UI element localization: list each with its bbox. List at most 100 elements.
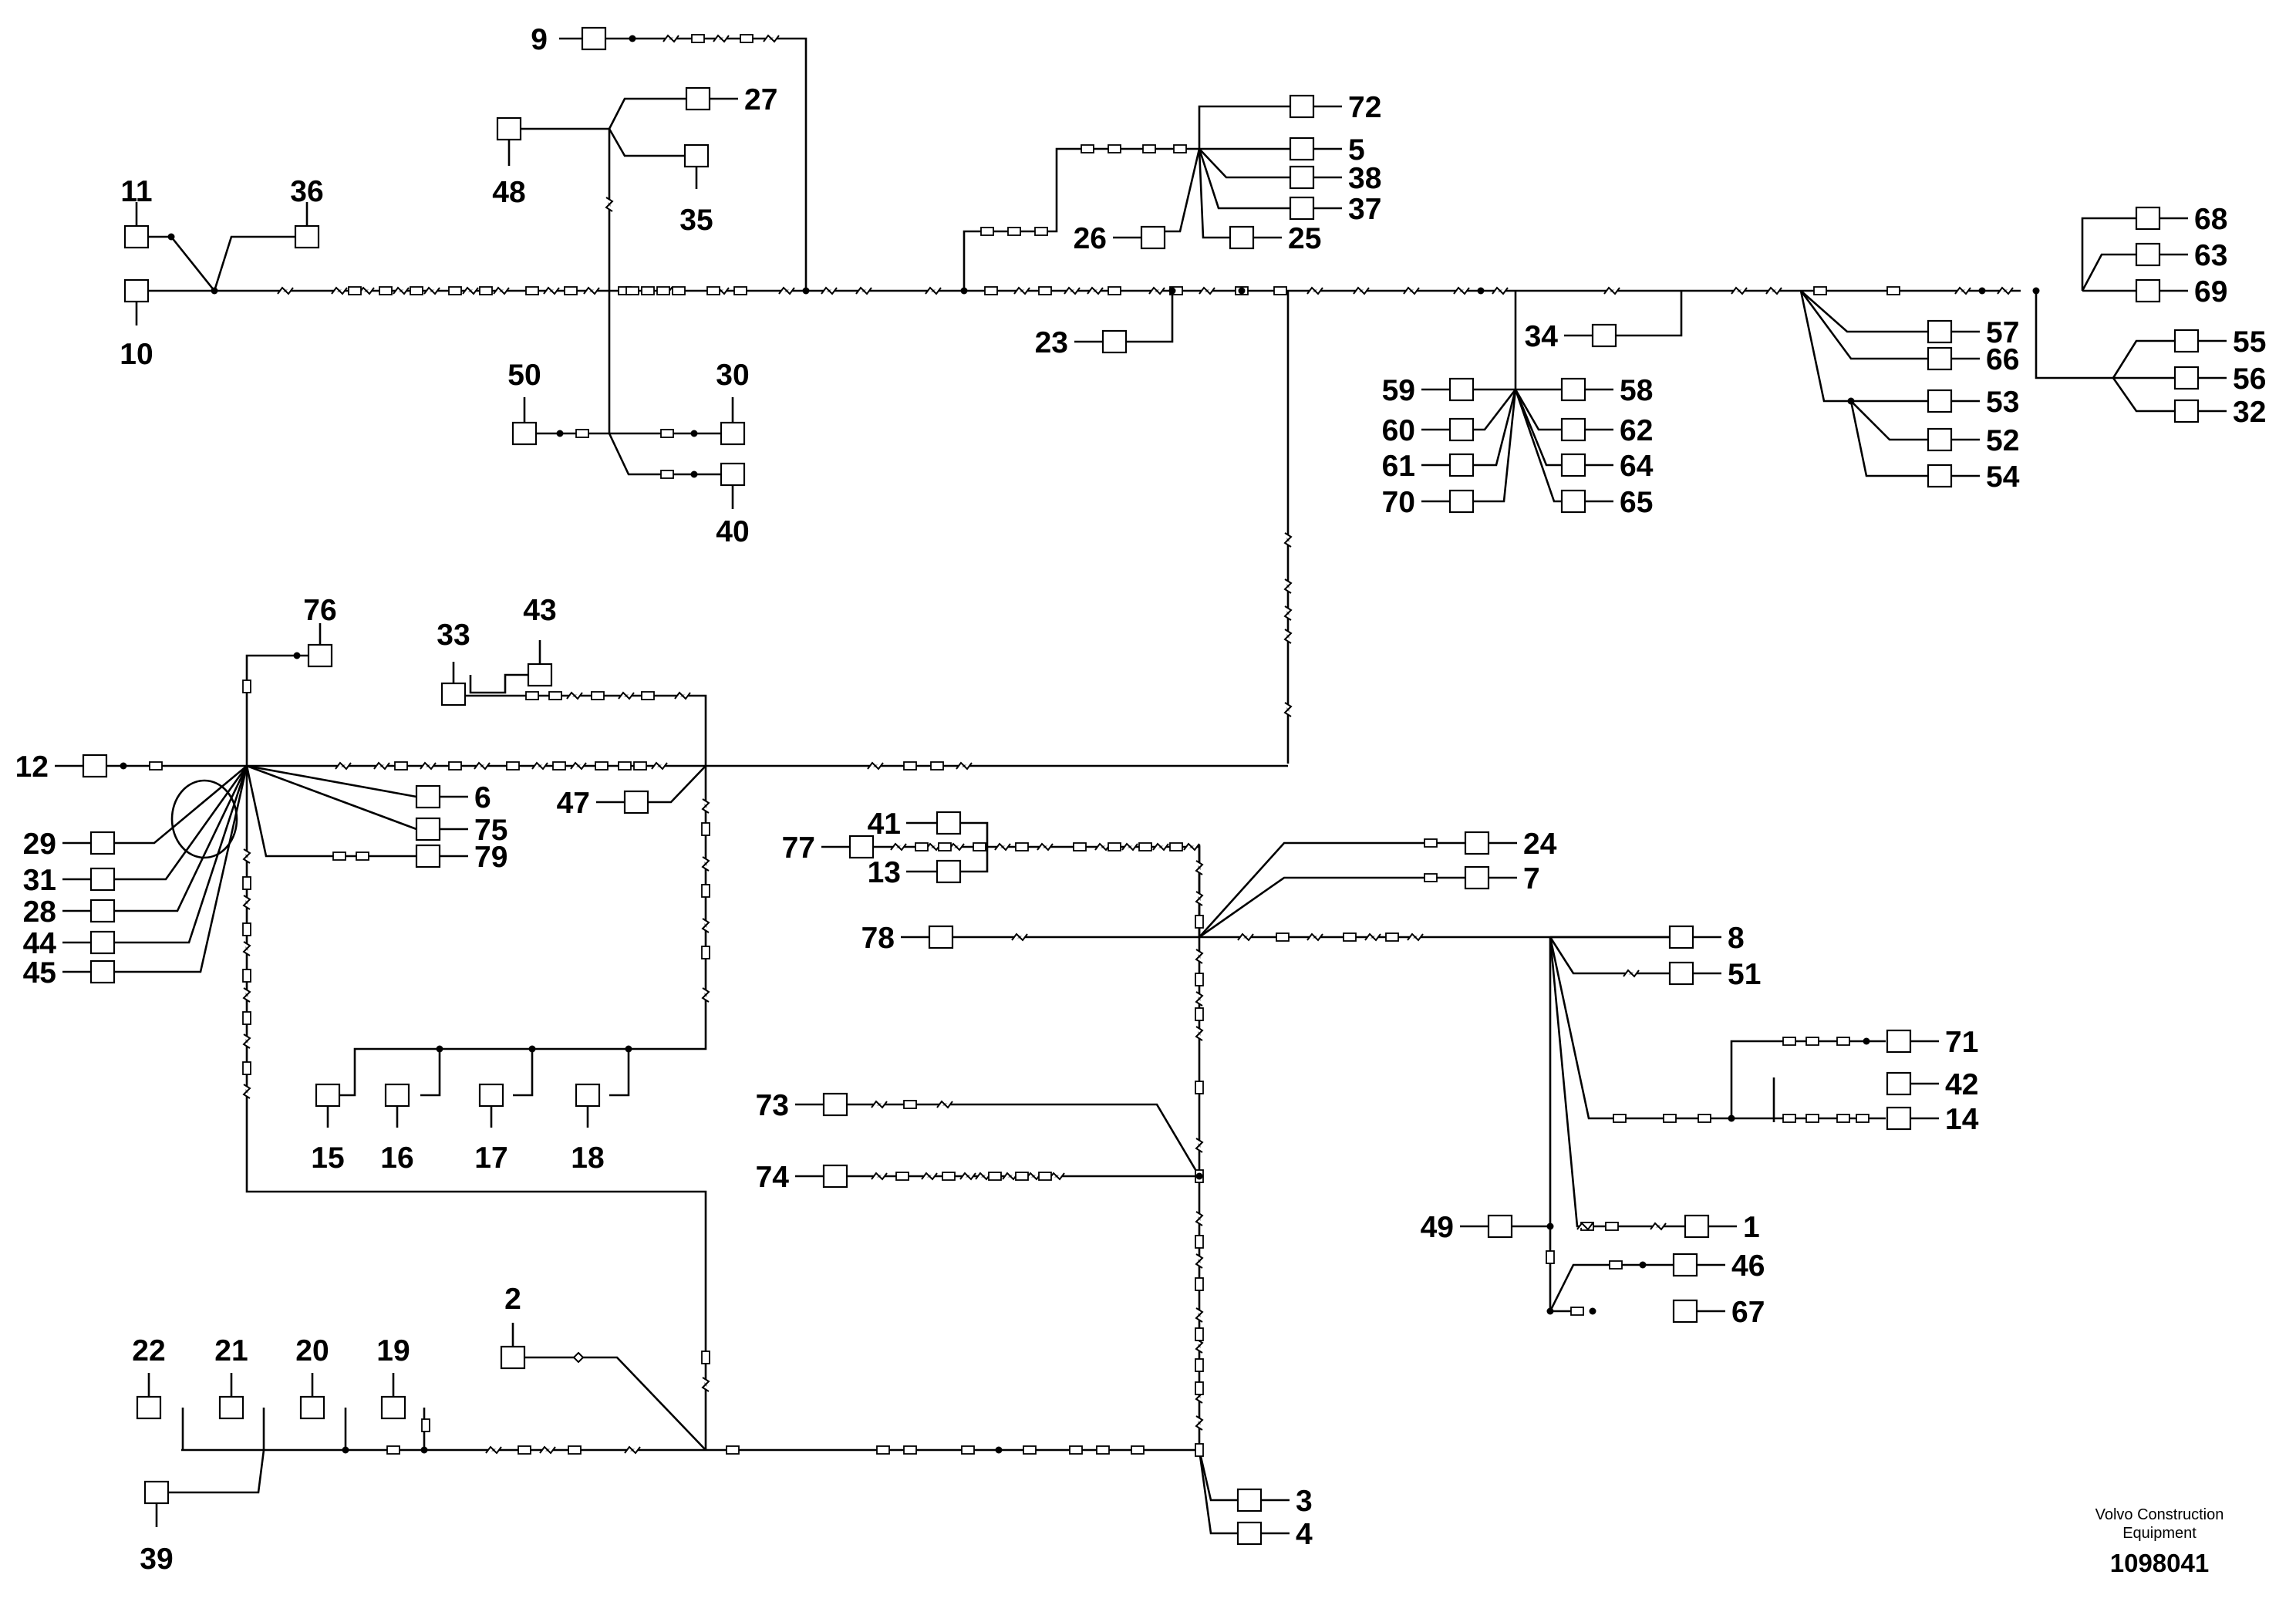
wire [2081,253,2136,292]
inline-splice [1023,1445,1037,1455]
wire [420,1049,441,1097]
connector-box [511,421,538,446]
callout-label-34: 34 [1525,320,1559,353]
junction-dot [1978,287,1986,295]
callout-label-6: 6 [474,781,491,814]
connector-box [1927,464,1953,488]
inline-splice [903,1100,917,1109]
junction-dot [1728,1114,1735,1122]
inline-splice [641,691,655,700]
wire-break-symbol [1650,1222,1667,1231]
wire-break-symbol [1195,1253,1204,1269]
callout-label-25: 25 [1288,222,1321,255]
connector-box [294,224,320,249]
connector-box [415,784,441,809]
wire [114,765,248,973]
callout-label-37: 37 [1348,193,1381,226]
wire [1198,1449,1238,1502]
wire [847,1103,1201,1177]
callout-label-24: 24 [1523,828,1557,861]
wire [1199,148,1302,179]
inline-splice [1015,1172,1029,1181]
callout-label-13: 13 [868,856,901,889]
inline-splice [915,842,929,851]
wire-break-symbol [605,197,614,212]
inline-splice [1546,1250,1555,1264]
inline-splice [973,842,986,851]
wire-break-symbol [373,761,390,771]
junction-dot [690,470,698,478]
wire-break-symbol [462,286,479,295]
inline-splice [242,922,251,936]
junction-dot [528,1045,536,1053]
junction-dot [1546,1222,1554,1230]
connector-box [1236,1521,1263,1546]
inline-splice [1195,1443,1204,1457]
connector-box [440,682,467,706]
wire-break-symbol [1064,286,1081,295]
wire-break-symbol [855,286,872,295]
wire [114,765,248,912]
inline-splice [379,286,393,295]
wire-break-symbol [1407,932,1424,942]
wire [1549,936,1685,1228]
inline-splice [1698,1114,1711,1123]
wire [509,127,611,291]
connector-box [1560,453,1586,477]
wire [1198,148,1230,239]
connector-box [575,1083,601,1108]
inline-splice [625,286,639,295]
connector-box [496,116,522,141]
inline-splice [1343,932,1357,942]
connector-box [1236,1488,1263,1512]
wire [245,765,416,858]
callout-label-69: 69 [2194,275,2227,309]
inline-splice [1195,1381,1204,1395]
wire [1799,290,1928,360]
wire-break-symbol [1195,1415,1204,1431]
wire-break-symbol [485,1445,502,1455]
wire [114,765,248,881]
inline-splice [1195,915,1204,929]
callout-label-78: 78 [861,922,895,955]
connector-box [1886,1106,1912,1131]
connector-box [1927,389,1953,413]
drawing-number: 1098041 [2110,1549,2209,1577]
wire [1198,148,1302,210]
wire-break-symbol [1148,286,1165,295]
wire-break-symbol [420,761,437,771]
connector-box [1560,417,1586,442]
connector-box [936,811,962,835]
callout-label-74: 74 [756,1161,790,1194]
inline-splice [961,1445,975,1455]
wire-break-symbol [1013,286,1030,295]
junction-dot [1589,1307,1596,1315]
wire [353,766,707,1080]
inline-splice [1424,838,1438,848]
wire-break-symbol [242,987,251,1003]
connector-box [1886,1071,1912,1096]
callout-label-35: 35 [679,204,713,237]
wire-break-symbol [871,1100,888,1109]
inline-splice [660,470,674,479]
inline-splice [942,1172,956,1181]
inline-splice [242,1061,251,1075]
wire [1126,291,1174,343]
connector-box [822,1092,848,1117]
callout-label-38: 38 [1348,162,1381,195]
connector-box [1229,225,1255,250]
inline-splice [701,946,710,959]
junction-dot [167,233,175,241]
wire-break-symbol [1011,932,1028,942]
wire [1850,400,1928,441]
callout-label-68: 68 [2194,203,2227,236]
company-name-line1: Volvo Construction [2095,1506,2224,1523]
wire-break-symbol [1364,932,1381,942]
connector-box [89,959,116,984]
wire [609,1049,630,1097]
connector-box [2135,206,2161,231]
callout-label-58: 58 [1620,374,1653,407]
callout-label-76: 76 [303,594,336,627]
wire-break-symbol [1997,286,2014,295]
wire-break-symbol [1283,702,1293,717]
